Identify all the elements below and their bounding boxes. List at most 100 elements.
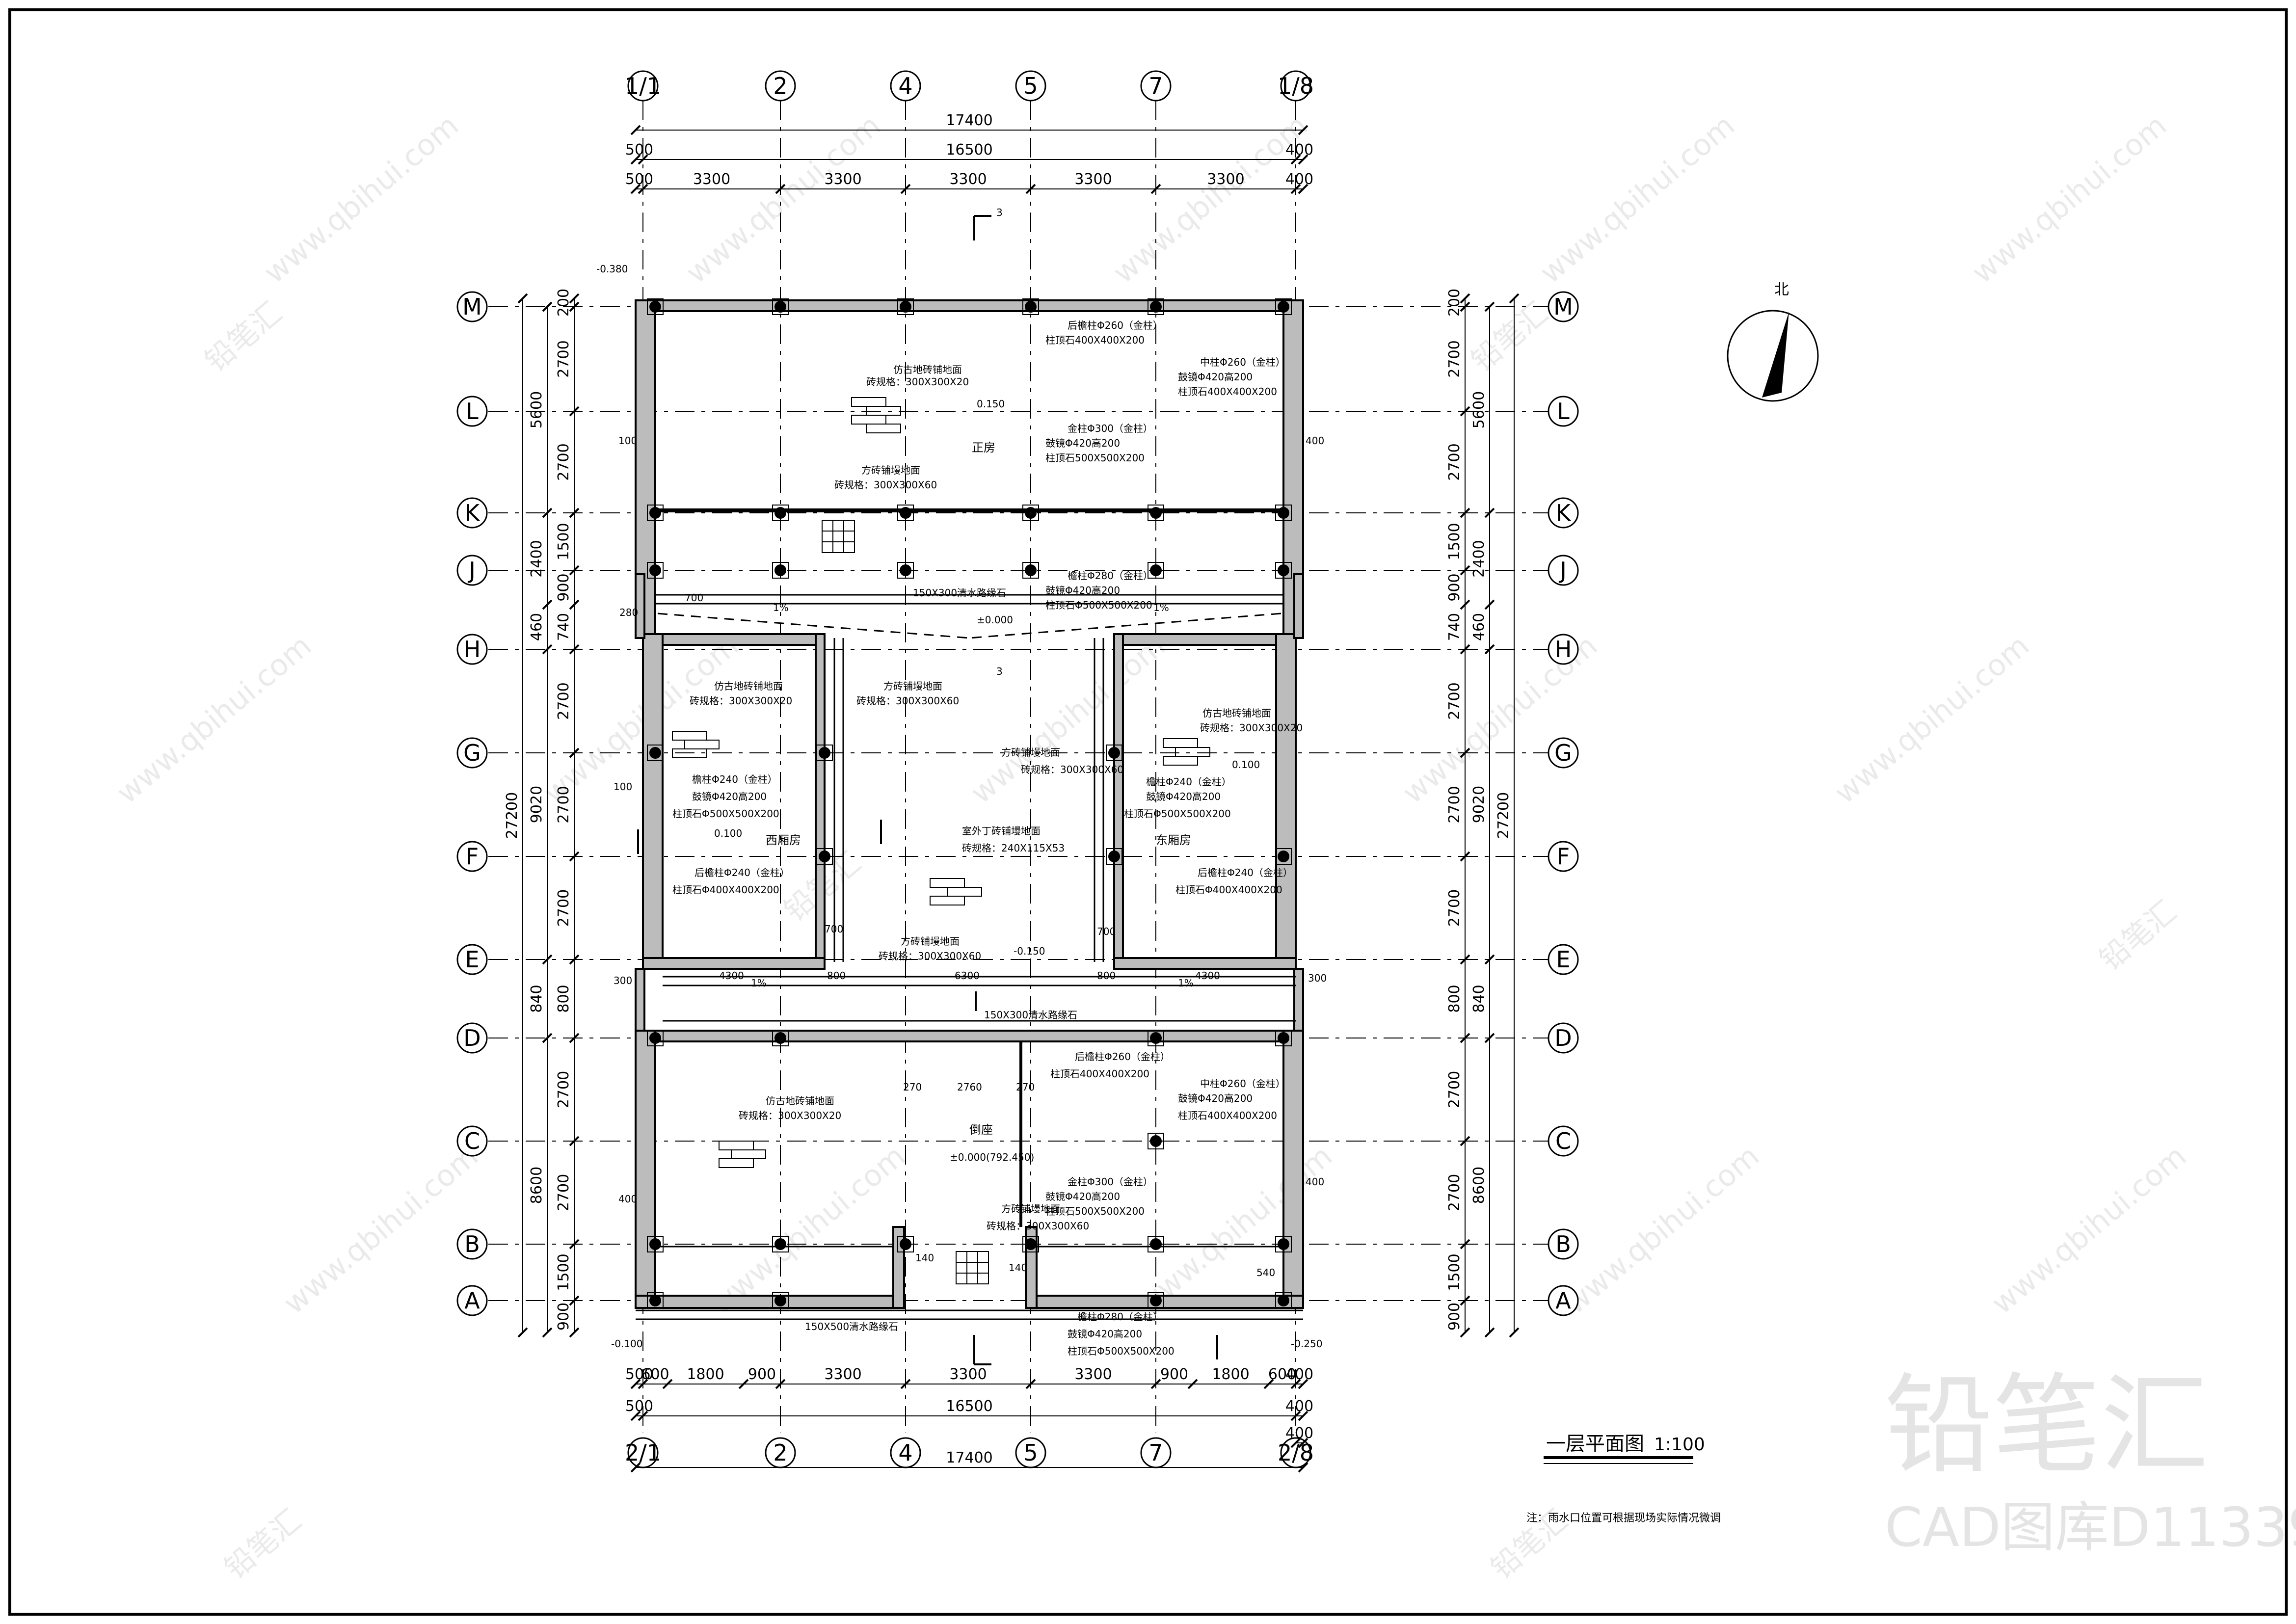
- column-base: [1022, 298, 1039, 315]
- column: [649, 564, 661, 576]
- column: [1150, 1032, 1162, 1044]
- court-east-wall: [1293, 573, 1304, 639]
- column: [649, 301, 661, 313]
- dim-value: 600: [1268, 1366, 1296, 1383]
- column: [1150, 507, 1162, 519]
- dim-value: 17400: [946, 1449, 992, 1466]
- dim-tick: [638, 1411, 648, 1421]
- dim-tick: [517, 1327, 528, 1338]
- axis-bubble: [1548, 634, 1579, 665]
- dim-tick: [569, 301, 580, 312]
- dim-value: 2700: [555, 340, 572, 377]
- west-wing-east-wall: [815, 633, 826, 969]
- column-note: 鼓镜Φ420高200: [1146, 791, 1221, 802]
- axis-label-bottom: 2/1: [625, 1439, 661, 1466]
- dim-note: 100: [614, 781, 632, 793]
- dim-value: 3300: [1207, 171, 1244, 188]
- column-note: 后檐柱Φ240（金柱）: [694, 867, 790, 879]
- column-note: 鼓镜Φ420高200: [1178, 1092, 1253, 1104]
- column: [774, 1295, 786, 1306]
- column: [774, 1032, 786, 1044]
- west-wing-north-wall: [642, 633, 826, 646]
- dim-tick: [638, 184, 648, 194]
- column-base: [772, 1292, 789, 1309]
- column-note: 柱顶石Φ400X400X200: [672, 884, 779, 896]
- dim-note: 800: [827, 970, 846, 982]
- dim-tick: [1484, 644, 1495, 655]
- watermark-brand: 铅笔汇: [1465, 295, 1555, 378]
- column-base: [1148, 1236, 1164, 1252]
- column-base: [1148, 1030, 1164, 1046]
- watermark-code: CAD图库D113392: [1885, 1496, 2296, 1559]
- dim-tick: [1460, 1327, 1470, 1338]
- yard-east-wall: [1293, 968, 1304, 1032]
- column-base: [1148, 1292, 1164, 1309]
- dim-tick: [1509, 1327, 1520, 1338]
- axis-bubble: [1548, 944, 1579, 975]
- dim-value: 2700: [1446, 1174, 1463, 1211]
- dim-note: 540: [1256, 1267, 1275, 1278]
- column: [1278, 1032, 1289, 1044]
- column: [1278, 1295, 1289, 1306]
- column-base: [772, 298, 789, 315]
- column: [774, 507, 786, 519]
- dim-tick: [662, 1379, 673, 1389]
- axis-label-right: M: [1553, 293, 1573, 320]
- dim-tick: [1290, 1379, 1301, 1389]
- dim-note: 700: [685, 592, 703, 604]
- dim-value: 3300: [1074, 171, 1112, 188]
- dim-tick: [1484, 1327, 1495, 1338]
- dim-tick: [569, 1033, 580, 1043]
- dim-tick: [1298, 125, 1308, 135]
- axis-bubble: [1548, 841, 1579, 872]
- dim-value: 1500: [555, 1253, 572, 1291]
- axis-label-left: G: [463, 740, 481, 766]
- curb-note: 150X300清水路缘石: [913, 587, 1006, 599]
- dim-tick: [542, 644, 553, 655]
- dim-value: 9020: [528, 786, 545, 823]
- dim-tick: [1298, 1379, 1308, 1389]
- dim-value: 1500: [555, 523, 572, 560]
- axis-bubble: [1548, 1125, 1579, 1157]
- level-bottom-right: -0.250: [1291, 1338, 1322, 1350]
- column-base: [1022, 1236, 1039, 1252]
- column-note: 鼓镜Φ420高200: [1045, 585, 1120, 596]
- watermark-url: www.qbihui.com: [1558, 1139, 1766, 1321]
- column: [1150, 1238, 1162, 1250]
- axis-label-top: 5: [1023, 73, 1038, 99]
- dim-tick: [569, 406, 580, 417]
- axis-bubble: [1548, 1022, 1579, 1054]
- east-wing-south-wall: [1113, 957, 1297, 970]
- axis-label-left: E: [465, 946, 479, 973]
- dim-tick: [1460, 1239, 1470, 1250]
- column-note: 檐柱Φ280（金柱）: [1068, 570, 1153, 582]
- dim-tick: [630, 154, 641, 165]
- north-label: 北: [1774, 281, 1789, 298]
- east-wing-west-wall: [1113, 633, 1124, 969]
- axis-bubble: [456, 1022, 488, 1054]
- watermark-url: www.qbihui.com: [1985, 1139, 2193, 1321]
- column: [649, 1295, 661, 1306]
- column-base: [897, 1236, 914, 1252]
- dim-tick: [638, 154, 648, 165]
- floor-note: 方砖铺墁地面: [883, 680, 942, 692]
- column-base: [1275, 562, 1292, 579]
- axis-bubble: [456, 555, 488, 586]
- axis-bubble: [765, 70, 796, 102]
- watermark-brand-large: 铅笔汇: [1885, 1362, 2209, 1488]
- dim-tick: [569, 851, 580, 862]
- watermark-layer: www.qbihui.com www.qbihui.com www.qbihui…: [110, 108, 2296, 1586]
- level-yard: -0.150: [1014, 945, 1045, 957]
- axis-label-left: A: [464, 1287, 480, 1314]
- main-house-north-wall: [635, 299, 1304, 312]
- front-house-north-wall: [635, 1030, 1304, 1042]
- dim-tick: [738, 1379, 749, 1389]
- dim-value: 2700: [555, 682, 572, 719]
- drawing-note: 注：雨水口位置可根据现场实际情况微调: [1526, 1512, 1721, 1524]
- dim-tick: [1460, 301, 1470, 312]
- paving-hatches: [672, 397, 1210, 1284]
- column: [774, 564, 786, 576]
- axis-bubble: [1548, 737, 1579, 769]
- floor-spec: 砖规格：300X300X60: [987, 1220, 1089, 1232]
- dim-note: 100: [618, 435, 637, 447]
